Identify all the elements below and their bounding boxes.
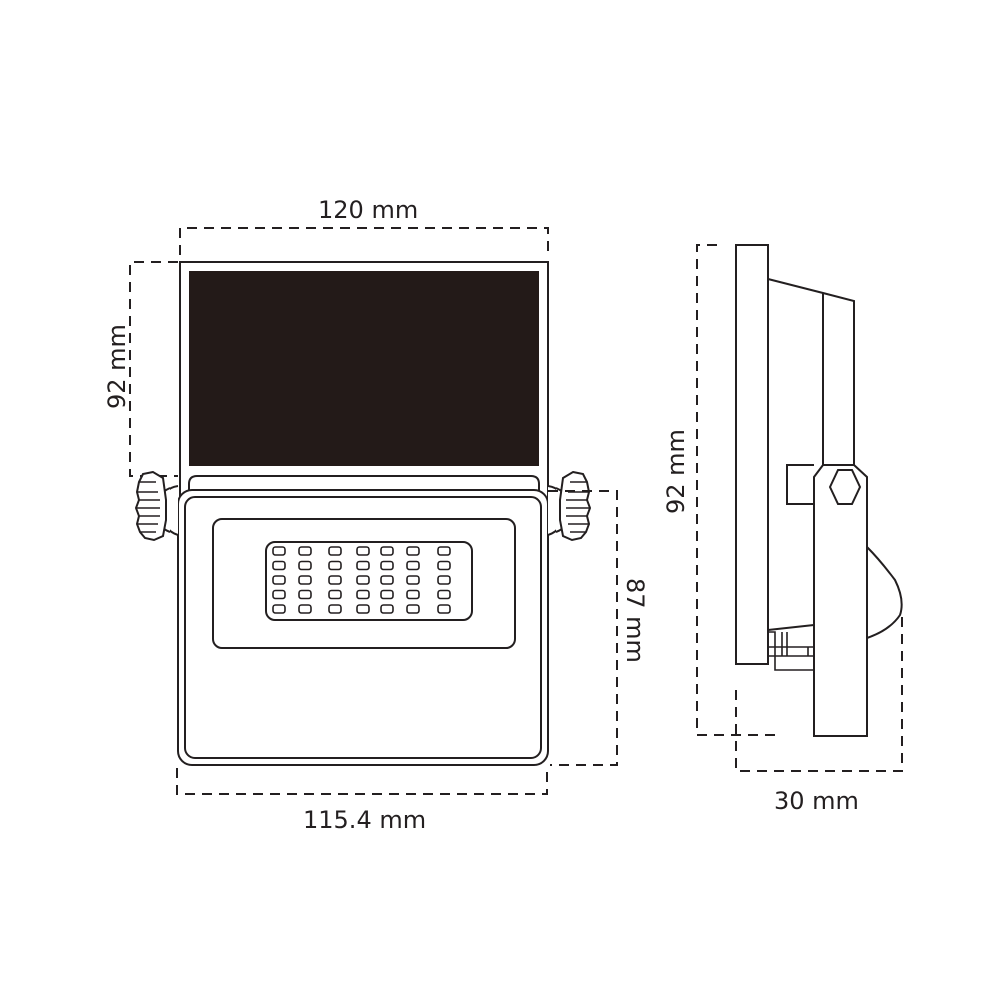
- led-chip: [406, 546, 420, 556]
- led-chip: [272, 589, 286, 600]
- label-body-height: 87 mm: [621, 578, 649, 663]
- led-chip: [298, 546, 312, 556]
- label-panel-height: 92 mm: [103, 324, 131, 409]
- side-view: [696, 244, 903, 772]
- led-chip: [328, 560, 342, 571]
- side-housing-bottom: [767, 624, 815, 631]
- led-chip: [437, 575, 451, 585]
- dim-line-depth: [735, 610, 903, 772]
- led-chip: [298, 604, 312, 614]
- label-bottom-width: 115.4 mm: [303, 806, 427, 834]
- led-chip: [356, 575, 370, 585]
- led-chip: [406, 560, 420, 571]
- led-chip: [437, 546, 451, 556]
- led-chip: [328, 589, 342, 600]
- label-depth: 30 mm: [774, 787, 859, 815]
- knob-left: [134, 470, 179, 542]
- knob-right: [547, 470, 592, 542]
- led-chip: [272, 546, 286, 556]
- led-chip: [272, 560, 286, 571]
- dim-line-body-height: [548, 490, 618, 766]
- led-chip: [437, 604, 451, 614]
- led-chip: [298, 575, 312, 585]
- led-chip: [356, 589, 370, 600]
- hex-bolt-icon: [828, 469, 862, 505]
- led-chip: [406, 604, 420, 614]
- led-grid: [272, 546, 451, 614]
- led-chip: [406, 575, 420, 585]
- side-bolt-block: [786, 464, 814, 505]
- side-mount-hardware: [768, 631, 814, 671]
- lamp-body-outer: [177, 489, 549, 766]
- led-chip: [380, 560, 394, 571]
- led-chip: [328, 546, 342, 556]
- label-side-height: 92 mm: [662, 429, 690, 514]
- led-chip: [298, 560, 312, 571]
- led-chip: [356, 546, 370, 556]
- led-chip: [406, 589, 420, 600]
- side-panel-slab: [735, 244, 769, 665]
- lens-window: [212, 518, 516, 649]
- led-chip: [437, 589, 451, 600]
- led-chip: [380, 546, 394, 556]
- led-chip: [328, 604, 342, 614]
- label-top-width: 120 mm: [318, 196, 419, 224]
- led-chip: [437, 560, 451, 571]
- side-bracket-arm: [813, 464, 868, 737]
- side-housing: [767, 278, 855, 465]
- led-chip: [272, 575, 286, 585]
- led-module: [265, 541, 473, 621]
- led-chip: [298, 589, 312, 600]
- dim-line-panel-height: [129, 261, 178, 477]
- led-chip: [380, 604, 394, 614]
- led-chip: [328, 575, 342, 585]
- led-chip: [380, 575, 394, 585]
- dim-line-side-height: [696, 244, 782, 736]
- solar-panel: [189, 271, 539, 466]
- hinge-strip: [188, 475, 540, 492]
- lamp-body-inner: [184, 496, 542, 759]
- led-chip: [356, 560, 370, 571]
- led-chip: [380, 589, 394, 600]
- led-chip: [272, 604, 286, 614]
- dim-line-bottom-width: [176, 768, 548, 795]
- front-view: [129, 227, 618, 795]
- led-chip: [356, 604, 370, 614]
- side-sensor-dome: [866, 546, 903, 639]
- dim-line-top-width: [179, 227, 549, 255]
